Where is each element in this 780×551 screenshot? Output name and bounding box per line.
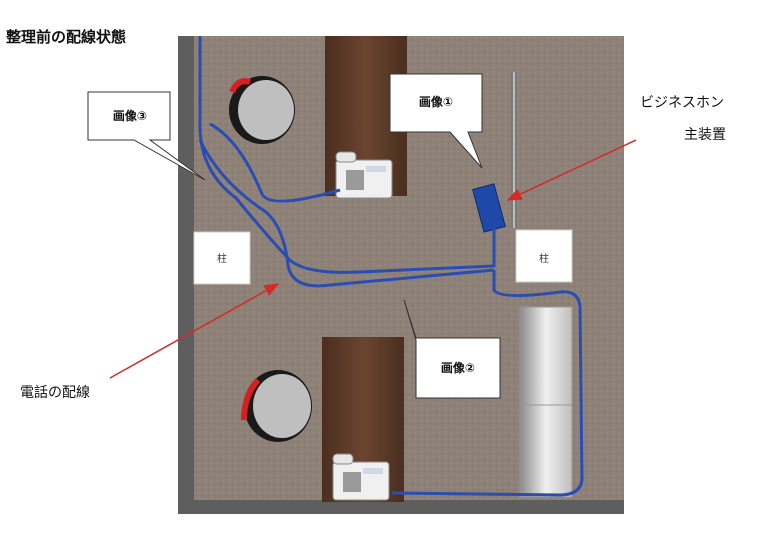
svg-text:画像②: 画像②	[441, 360, 475, 375]
locker	[519, 306, 573, 498]
arrow-to-wiring	[109, 283, 280, 379]
pillar-left	[193, 231, 251, 285]
svg-text:画像③: 画像③	[113, 108, 147, 123]
lower-chair	[241, 370, 312, 442]
page-title: 整理前の配線状態	[6, 28, 127, 46]
pillar-right	[515, 229, 573, 283]
pillar-left-label: 柱	[217, 252, 227, 265]
lower-phone-icon	[332, 453, 390, 501]
main-unit-label: 主装置	[684, 127, 726, 143]
upper-phone-icon	[335, 151, 393, 199]
arrow-to-main-unit	[506, 139, 637, 201]
left-wall	[178, 36, 194, 506]
upper-chair	[229, 76, 295, 144]
svg-text:画像①: 画像①	[419, 94, 453, 109]
phone-wiring-label: 電話の配線	[20, 385, 90, 401]
business-phone-label: ビジネスホン	[640, 95, 724, 111]
pillar-right-label: 柱	[539, 252, 549, 265]
callout-image3: 画像③	[87, 91, 206, 181]
callout-image2: 画像②	[403, 299, 501, 399]
bottom-wall	[178, 500, 624, 514]
phone-cables	[198, 36, 584, 497]
callout-image1: 画像①	[389, 73, 483, 169]
